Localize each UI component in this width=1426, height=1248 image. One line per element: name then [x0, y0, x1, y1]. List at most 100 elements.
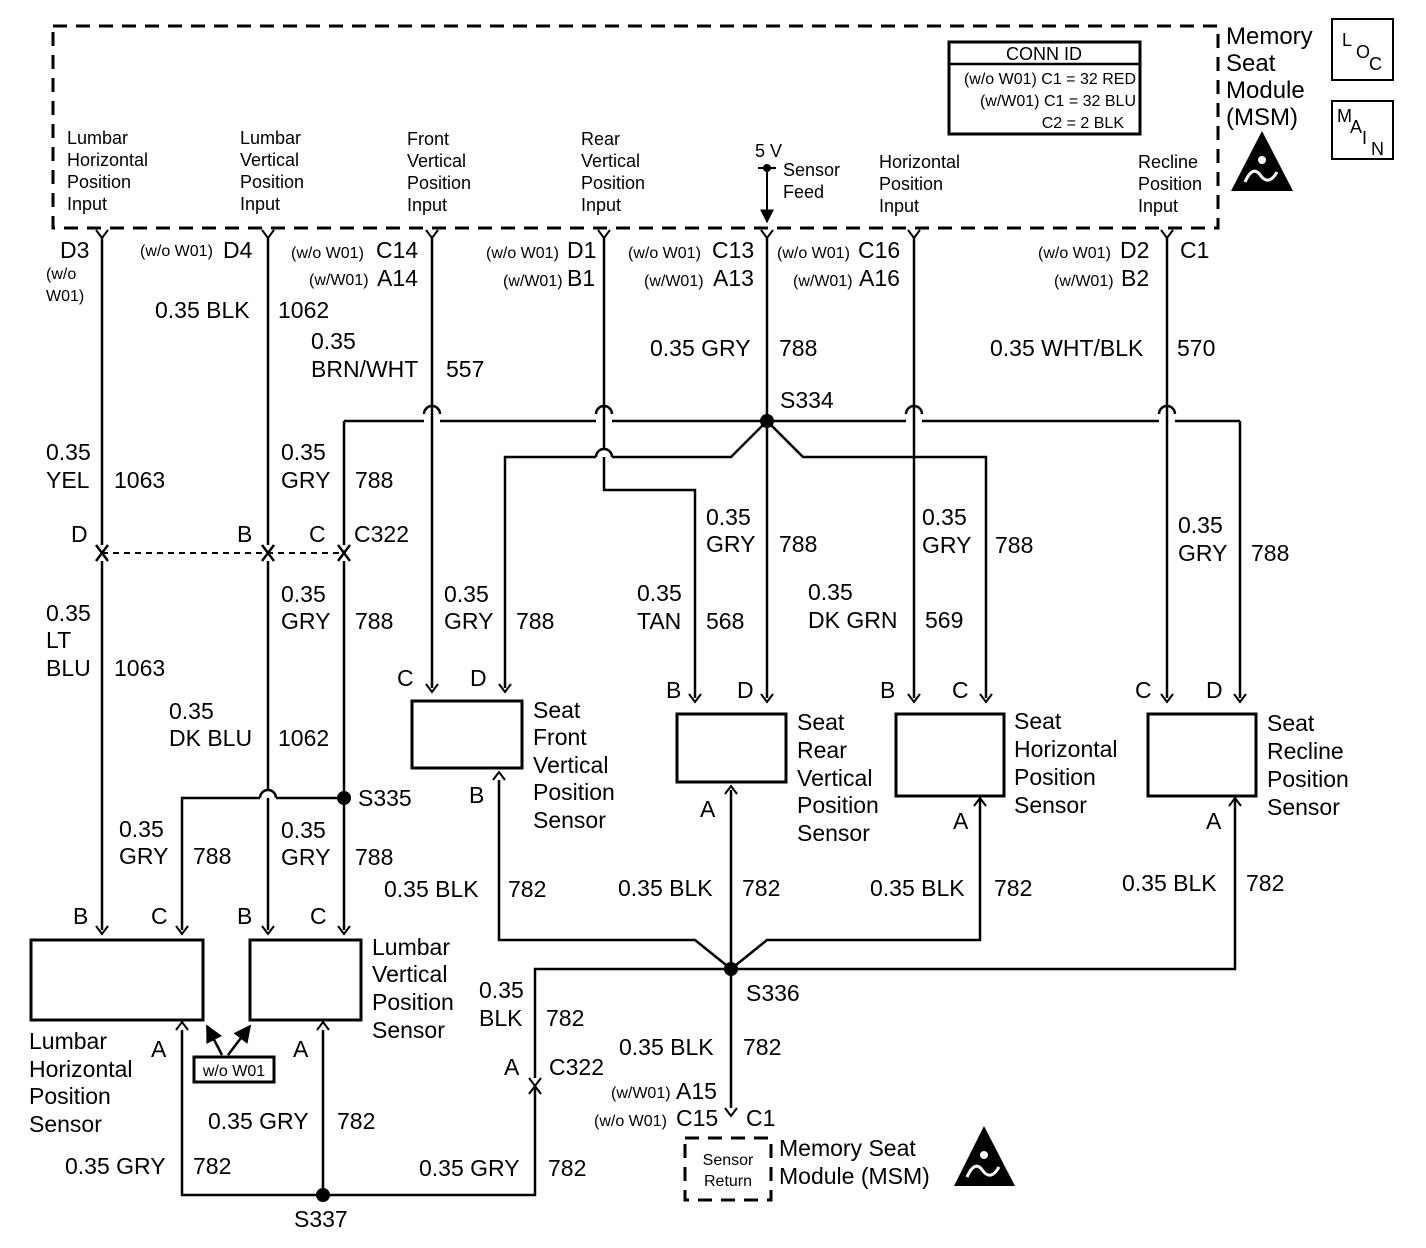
wire-label: 0.35	[922, 504, 967, 530]
c322-lower-pin-label: A	[504, 1054, 520, 1080]
pin-label: C13	[712, 237, 754, 263]
wire-label: GRY	[281, 467, 330, 493]
wire-label: BRN/WHT	[311, 356, 418, 382]
wire-label: 0.35 BLK	[870, 875, 965, 901]
module-pin-sockets	[95, 229, 1174, 240]
svg-text:Return: Return	[704, 1173, 752, 1190]
svg-text:I: I	[1362, 128, 1367, 148]
esd-warning-icon	[1231, 131, 1293, 191]
wire-label: GRY	[444, 608, 493, 634]
svg-text:B: B	[237, 903, 252, 929]
wire-label: 788	[355, 608, 393, 634]
wire-label: 0.35 GRY	[419, 1155, 520, 1181]
wire-label: 0.35	[808, 579, 853, 605]
pin-label: A16	[859, 265, 900, 291]
wire-label: 0.35	[479, 977, 524, 1003]
esd-warning-icon	[954, 1126, 1015, 1186]
svg-text:Rear: Rear	[581, 129, 620, 149]
pin-note: (w/o W01)	[291, 245, 364, 262]
pin-note: W01)	[46, 288, 84, 305]
wire-label: 0.35 GRY	[65, 1153, 166, 1179]
wire-label: 0.35	[311, 328, 356, 354]
pin-note: (w/W01)	[793, 273, 853, 290]
svg-text:Position: Position	[797, 792, 879, 818]
wire-label: 568	[706, 608, 744, 634]
conn-id-row: C2 = 2 BLK	[1042, 115, 1125, 132]
conn-id-header: CONN ID	[1006, 44, 1082, 64]
svg-text:A: A	[1206, 808, 1222, 834]
input-label-recline: Recline Position Input	[1138, 152, 1202, 216]
wire-label: GRY	[706, 531, 755, 557]
sensor-rear-vertical: B D A Seat Rear Vertical Position Sensor	[666, 677, 879, 846]
svg-text:Front: Front	[407, 129, 449, 149]
wire-label: 788	[193, 843, 231, 869]
wire-label: 557	[446, 356, 484, 382]
sensor-feed-label: 5 V Sensor Feed	[755, 141, 840, 202]
wire-label: 0.35	[444, 581, 489, 607]
svg-text:5 V: 5 V	[755, 141, 782, 161]
sensor-feed-arrow	[758, 164, 776, 224]
c322-pin-label: B	[237, 521, 252, 547]
svg-text:Input: Input	[581, 195, 621, 215]
wire-label: 0.35 GRY	[208, 1108, 309, 1134]
pin-label: A13	[713, 265, 754, 291]
main-badge[interactable]: M A I N	[1331, 100, 1394, 160]
sensor-lumbar-horizontal: B C A Lumbar Horizontal Position Sensor	[29, 903, 205, 1137]
loc-badge[interactable]: L O C	[1331, 18, 1394, 81]
wire-label: 788	[779, 335, 817, 361]
svg-text:B: B	[73, 903, 88, 929]
svg-text:Memory Seat: Memory Seat	[779, 1135, 916, 1161]
svg-text:(MSM): (MSM)	[1226, 104, 1298, 131]
sensor-horizontal: B C A Seat Horizontal Position Sensor	[880, 677, 1118, 834]
conn-id-row: (w/W01) C1 = 32 BLU	[980, 93, 1136, 110]
svg-text:Position: Position	[240, 172, 304, 192]
wire-label: GRY	[1178, 540, 1227, 566]
wire-label: 782	[742, 875, 780, 901]
wire-label: 788	[779, 531, 817, 557]
wire-label: 0.35	[637, 580, 682, 606]
c322-pin-label: D	[71, 521, 88, 547]
wire-label: 0.35 BLK	[619, 1034, 714, 1060]
pin-label: B1	[567, 265, 595, 291]
svg-text:Vertical: Vertical	[240, 150, 299, 170]
wire-label: 570	[1177, 335, 1215, 361]
svg-text:C: C	[952, 677, 969, 703]
svg-text:Position: Position	[533, 779, 615, 805]
sensor-front-vertical: C D B Seat Front Vertical Position Senso…	[397, 665, 615, 833]
pin-note: (w/o	[46, 266, 76, 283]
wire-label: 569	[925, 607, 963, 633]
svg-text:Vertical: Vertical	[581, 151, 640, 171]
svg-text:Sensor: Sensor	[797, 820, 870, 846]
svg-text:A: A	[293, 1036, 309, 1062]
wire-label: 788	[355, 844, 393, 870]
svg-text:D: D	[1206, 677, 1223, 703]
svg-text:Sensor: Sensor	[1014, 792, 1087, 818]
svg-text:Rear: Rear	[797, 737, 847, 763]
svg-text:M: M	[1337, 106, 1352, 126]
wire-label: 788	[1251, 540, 1289, 566]
option-note-w-o-w01: w/o W01	[192, 1024, 276, 1084]
svg-text:Position: Position	[67, 172, 131, 192]
svg-text:(w/o W01): (w/o W01)	[594, 1113, 667, 1130]
wire-label: GRY	[922, 532, 971, 558]
sensor-lumbar-vertical: B C A Lumbar Vertical Position Sensor	[237, 903, 454, 1062]
wire-label: 0.35	[119, 816, 164, 842]
wire-label: 0.35	[281, 439, 326, 465]
svg-text:Horizontal: Horizontal	[879, 152, 960, 172]
splice-s335	[337, 791, 351, 805]
svg-text:B: B	[880, 677, 895, 703]
svg-text:C: C	[1369, 54, 1382, 74]
svg-text:Position: Position	[1267, 766, 1349, 792]
svg-text:Front: Front	[533, 724, 587, 750]
svg-text:A: A	[1350, 117, 1362, 137]
input-label-lumbar-horizontal: Lumbar Horizontal Position Input	[67, 128, 148, 214]
wire-label: 788	[995, 532, 1033, 558]
svg-text:Input: Input	[879, 196, 919, 216]
wire-label: 0.35	[1178, 512, 1223, 538]
svg-text:Sensor: Sensor	[703, 1152, 754, 1169]
svg-text:Vertical: Vertical	[797, 765, 872, 791]
input-label-lumbar-vertical: Lumbar Vertical Position Input	[240, 128, 304, 214]
pin-note: (w/o W01)	[486, 245, 559, 262]
pin-label: D2	[1120, 237, 1149, 263]
